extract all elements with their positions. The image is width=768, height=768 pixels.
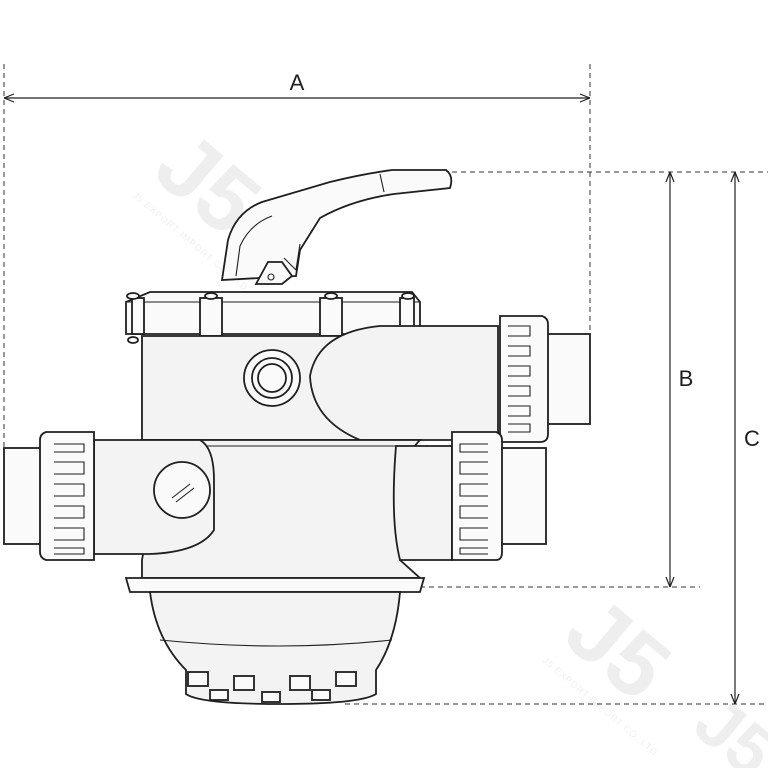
outlet-top-right — [309, 315, 591, 443]
multiport-valve — [3, 169, 591, 705]
arrow-c-top — [730, 171, 740, 183]
handle-lock-icon — [254, 261, 294, 285]
bottom-flange — [124, 577, 426, 593]
lid-rib-2 — [319, 297, 343, 337]
arrow-b-bottom — [665, 576, 675, 588]
lid-screw-4 — [401, 292, 415, 300]
valve-handle — [220, 169, 453, 285]
dimension-label-c: C — [744, 426, 760, 451]
handle-pin — [267, 273, 275, 281]
arrow-right — [579, 93, 591, 103]
left-port — [3, 431, 215, 561]
outlet-top-union-nut — [499, 315, 549, 443]
strainer-ring — [159, 639, 393, 647]
handle-inner-line — [235, 215, 273, 277]
bottom-strainer — [148, 591, 401, 705]
dimension-label-b: B — [679, 366, 694, 391]
gauge-port — [243, 349, 301, 407]
right-nut-ribs — [459, 443, 488, 555]
lid-screw-1 — [126, 292, 140, 300]
right-pipe — [499, 447, 547, 545]
dimension-b: B — [420, 171, 768, 588]
outlet-top-body — [309, 325, 499, 441]
left-pipe — [3, 447, 47, 545]
lid-screw-5 — [127, 336, 139, 344]
arrow-c-bottom — [730, 693, 740, 705]
arrow-left — [3, 93, 15, 103]
dimension-label-a: A — [290, 70, 305, 95]
handle-inner-line-2 — [283, 243, 301, 272]
lid-rib-1 — [199, 297, 223, 337]
right-port-body — [392, 445, 453, 561]
outlet-top-nut-ribs — [508, 325, 531, 433]
watermark-logo-2: J5 — [547, 579, 688, 720]
dimension-c: C — [345, 171, 768, 705]
watermark-logo-4: J5 — [680, 682, 768, 768]
left-port-cap-mark — [171, 483, 195, 503]
left-nut-ribs — [54, 443, 85, 555]
lid-screw-3 — [324, 292, 338, 300]
lid-screw-2 — [204, 292, 218, 300]
gauge-port-bore — [257, 363, 287, 393]
right-port — [392, 431, 547, 561]
strainer-slots — [187, 671, 357, 703]
handle-grip-line — [379, 173, 385, 193]
arrow-b-top — [665, 171, 675, 183]
handle-lever — [220, 169, 453, 281]
dimension-a: A — [3, 64, 591, 450]
strainer-bowl — [148, 591, 401, 705]
lid-rib-4 — [131, 297, 145, 335]
